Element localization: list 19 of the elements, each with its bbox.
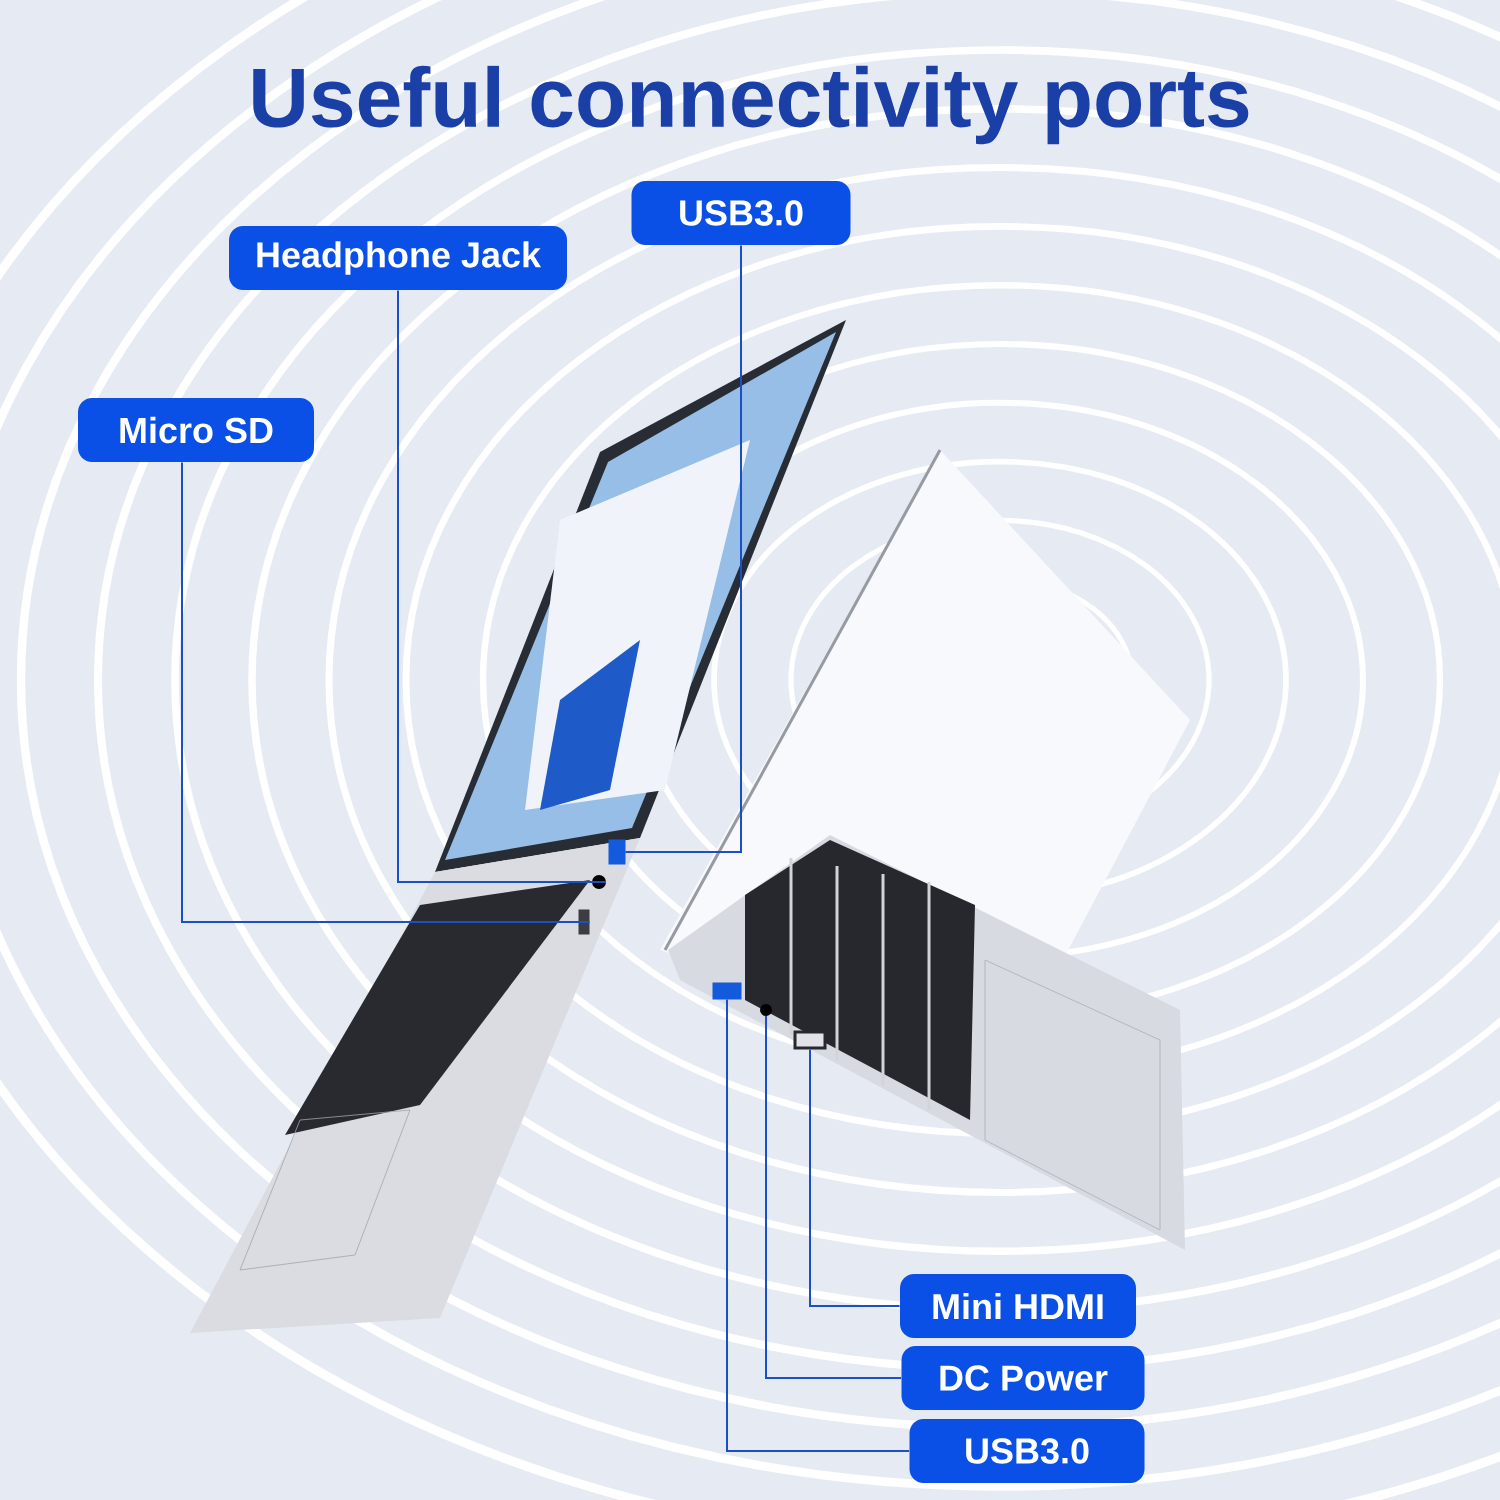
port [760, 1004, 772, 1016]
port [578, 909, 590, 935]
callout-label: DC Power [901, 1346, 1145, 1410]
leader-line [726, 998, 911, 1452]
port [712, 982, 742, 1000]
port [793, 1030, 827, 1050]
callout-label: Mini HDMI [900, 1274, 1136, 1338]
leader-line [397, 289, 607, 883]
leader-line [765, 1015, 903, 1379]
callout-label: USB3.0 [631, 181, 851, 245]
leader-line [181, 461, 591, 923]
callout-label: Micro SD [78, 398, 314, 462]
leader-line [809, 1048, 901, 1307]
leader-line [624, 244, 742, 853]
callout-label: Headphone Jack [229, 226, 567, 290]
port [608, 839, 626, 865]
port [592, 875, 606, 889]
callout-label: USB3.0 [909, 1419, 1145, 1483]
title: Useful connectivity ports [253, 65, 1249, 145]
